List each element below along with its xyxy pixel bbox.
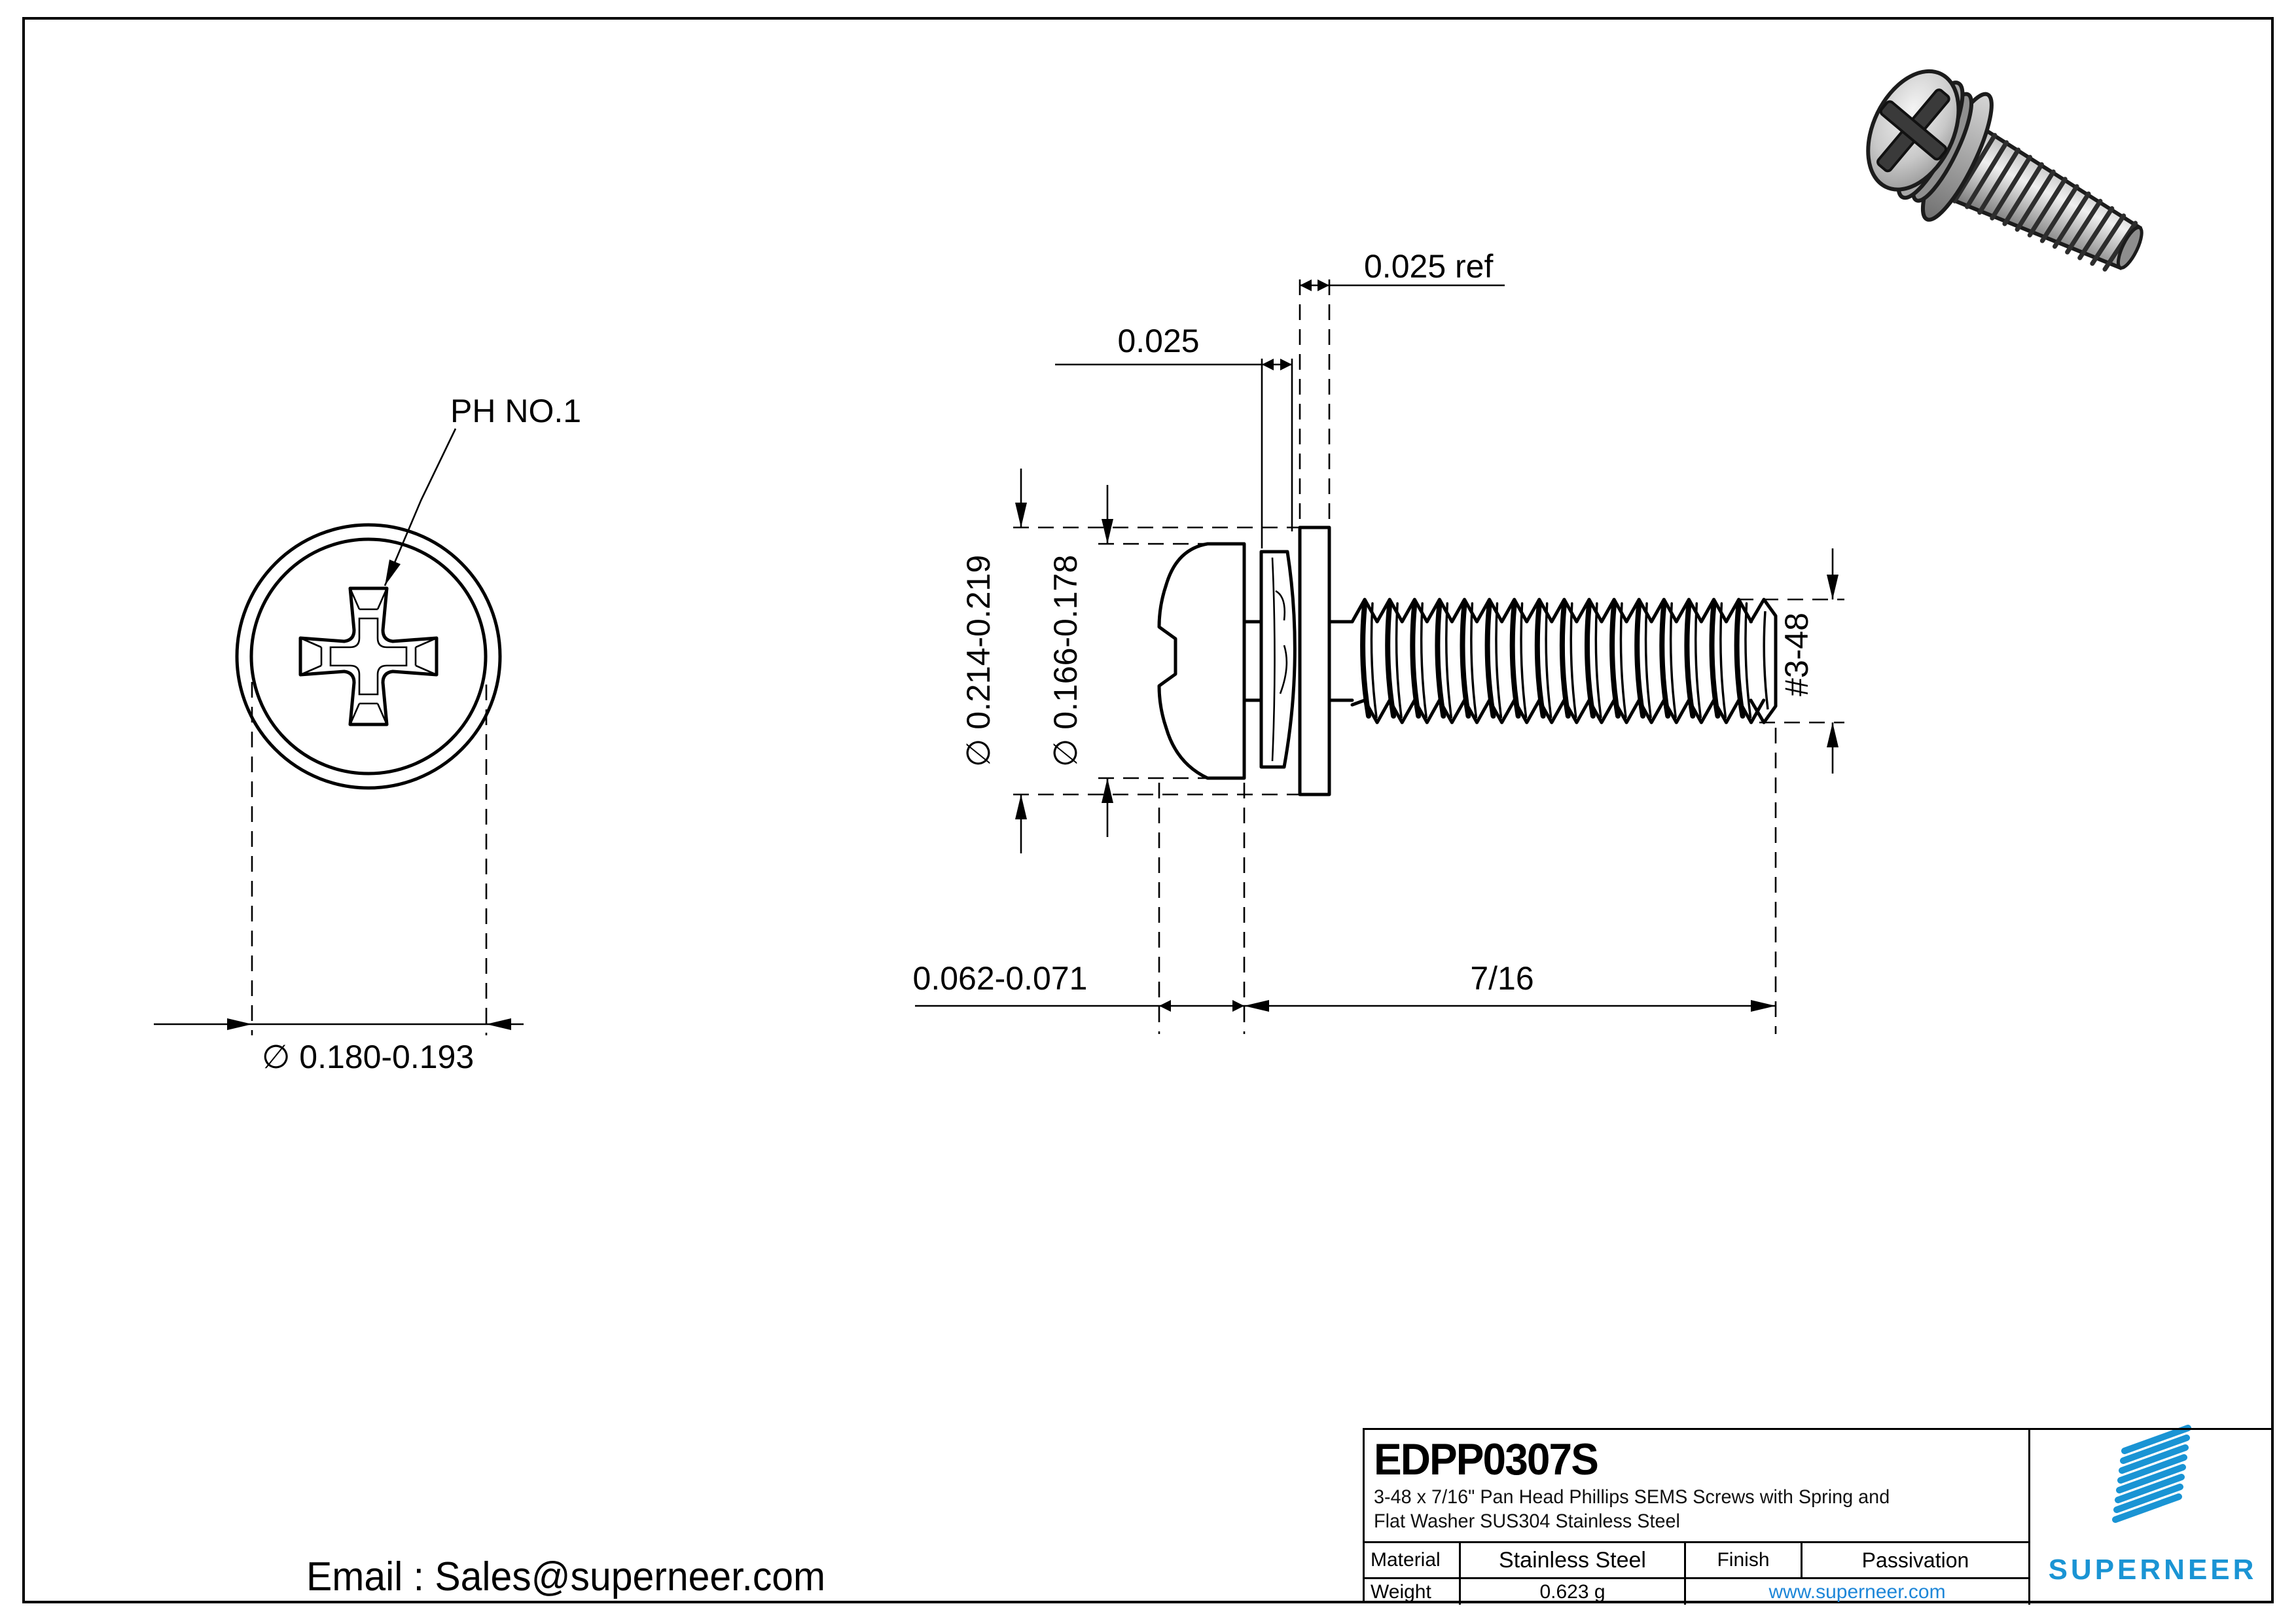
side-view: [1157, 526, 1778, 796]
superneer-logo-icon: [2112, 1425, 2191, 1523]
thread-tip-flank: [1763, 611, 1769, 710]
head-height-arrow-right: [1232, 1000, 1244, 1012]
head-od-arrow-top: [1102, 519, 1113, 544]
head-od-arrow-bottom: [1102, 778, 1113, 803]
flatwasher-thk-arrow-left: [1300, 279, 1312, 291]
superneer-wordmark: SUPERNEER: [2048, 1554, 2257, 1586]
flat-washer-od-label: ∅ 0.214-0.219: [960, 555, 997, 767]
page-border: [22, 17, 2274, 1603]
ph-leader-line: [384, 428, 457, 586]
thread-flanks-thick: [1360, 602, 1746, 719]
thread-size-arrow-top: [1827, 575, 1839, 599]
weight-label: Weight: [1371, 1580, 1431, 1603]
spec-table: Material Stainless Steel Finish Passivat…: [1363, 1541, 2028, 1605]
length-extension-lines: [1158, 728, 1777, 1034]
spring-thk-extension-lines: [1261, 359, 1293, 548]
spring-thk-arrow-right: [1280, 359, 1292, 370]
title-block: EDPP0307S 3-48 x 7/16" Pan Head Phillips…: [1363, 1428, 2275, 1605]
material-label: Material: [1371, 1549, 1441, 1571]
flatwasher-od-arrow-top: [1015, 503, 1027, 527]
head-dia-arrow-left: [227, 1018, 252, 1030]
ph-leader-arrow: [385, 560, 401, 586]
pan-head-profile: [1157, 542, 1246, 780]
spring-thk-arrow-left: [1262, 359, 1274, 370]
head-od-label: ∅ 0.166-0.178: [1047, 555, 1084, 767]
side-view-dimensions: 0.025 0.025 ref ∅ 0.214-0.219 ∅ 0.166-0.…: [913, 248, 1844, 1034]
flatwasher-thk-extension-lines: [1299, 279, 1331, 522]
spring-washer: [1259, 550, 1297, 769]
material-value: Stainless Steel: [1459, 1543, 1684, 1577]
thread-size-extension-lines: [1738, 598, 1844, 724]
phillips-inner-cross: [329, 617, 408, 696]
logo-column: SUPERNEER: [2028, 1428, 2275, 1605]
screw-3d-phillips-icon: [1876, 88, 1950, 173]
screw-3d-image: [1866, 69, 2144, 272]
thread-size-label: #3-48: [1778, 613, 1815, 696]
head-height-label: 0.062-0.071: [913, 960, 1088, 997]
head-inner-circle: [249, 537, 488, 776]
spec-row-weight: Weight 0.623 g www.superneer.com: [1363, 1579, 2028, 1605]
flat-washer: [1298, 526, 1331, 796]
screw-3d-tip: [2116, 226, 2144, 270]
head-od-extension-lines: [1098, 543, 1211, 779]
phillips-tip-detail: [300, 588, 437, 725]
drive-label: PH NO.1: [450, 393, 581, 429]
head-height-arrow-left: [1159, 1000, 1171, 1012]
contact-email: Email : Sales@superneer.com: [306, 1554, 826, 1599]
part-description-line2: Flat Washer SUS304 Stainless Steel: [1374, 1510, 1680, 1532]
flatwasher-od-arrow-bottom: [1015, 794, 1027, 819]
part-description-line1: 3-48 x 7/16" Pan Head Phillips SEMS Scre…: [1374, 1486, 1890, 1508]
flatwasher-thk-arrow-right: [1318, 279, 1329, 291]
head-outer-circle: [235, 523, 502, 790]
website-link[interactable]: www.superneer.com: [1768, 1580, 1946, 1603]
thread-size-arrow-bottom: [1827, 722, 1839, 747]
thread-tip: [1749, 597, 1778, 724]
thread-length-label: 7/16: [1470, 960, 1534, 997]
head-dia-extension-lines: [251, 682, 488, 1035]
finish-label: Finish: [1684, 1543, 1801, 1577]
screw-3d-thread-stripes: [1952, 133, 2138, 272]
shaft-stubs: [1242, 620, 1354, 702]
flat-washer-thickness-label: 0.025 ref: [1364, 248, 1493, 285]
head-dia-arrow-right: [486, 1018, 511, 1030]
top-view: PH NO.1 ∅ 0.180-0.193: [154, 393, 581, 1075]
spring-washer-thickness-label: 0.025: [1117, 323, 1199, 359]
thread-flanks-thin: [1370, 602, 1752, 719]
weight-value: 0.623 g: [1459, 1579, 1684, 1605]
thread-teeth: [1350, 597, 1766, 724]
thread-length-arrow-left: [1244, 1000, 1269, 1012]
website-cell: www.superneer.com: [1684, 1579, 2028, 1605]
spec-row-material: Material Stainless Steel Finish Passivat…: [1363, 1543, 2028, 1579]
head-diameter-label: ∅ 0.180-0.193: [262, 1039, 474, 1075]
part-number: EDPP0307S: [1374, 1435, 1599, 1484]
finish-value: Passivation: [1801, 1543, 2028, 1577]
thread-length-arrow-right: [1751, 1000, 1776, 1012]
